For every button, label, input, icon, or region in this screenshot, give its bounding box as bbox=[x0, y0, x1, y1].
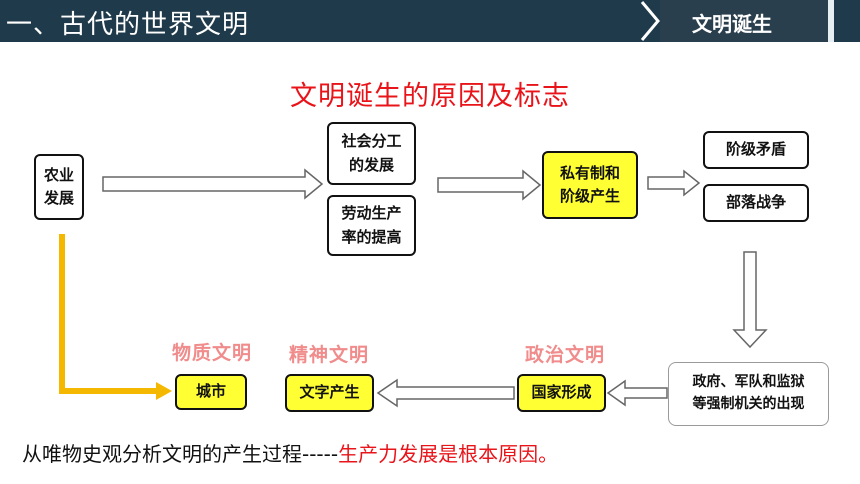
chevron-right-icon bbox=[640, 1, 660, 41]
label-spiritual-civilization: 精神文明 bbox=[289, 344, 370, 366]
arrow-state-to-writing bbox=[376, 378, 515, 408]
arrow-government-to-state bbox=[606, 379, 668, 407]
diagram-title: 文明诞生的原因及标志 bbox=[290, 81, 570, 112]
box-state: 国家形成 bbox=[517, 374, 606, 412]
box-agriculture: 农业发展 bbox=[34, 154, 84, 220]
box-division-of-labor: 社会分工的发展 bbox=[327, 122, 416, 185]
label-political-civilization: 政治文明 bbox=[525, 344, 606, 366]
arrow-agri-to-city bbox=[59, 234, 158, 394]
arrow-agri-to-labor bbox=[102, 168, 324, 200]
arrow-labor-to-property bbox=[437, 169, 542, 201]
arrow-war-to-government bbox=[732, 251, 768, 349]
box-city: 城市 bbox=[175, 374, 247, 410]
box-writing: 文字产生 bbox=[285, 374, 374, 412]
header-title: 一、古代的世界文明 bbox=[6, 10, 250, 40]
label-material-civilization: 物质文明 bbox=[172, 342, 253, 364]
footer-highlight: 生产力发展是根本原因。 bbox=[338, 442, 559, 466]
arrow-property-to-conflict bbox=[647, 169, 701, 197]
footer-prefix: 从唯物史观分析文明的产生过程----- bbox=[22, 442, 339, 466]
box-government: 政府、军队和监狱等强制机关的出现 bbox=[668, 362, 829, 426]
box-private-property: 私有制和阶级产生 bbox=[542, 151, 638, 219]
box-productivity: 劳动生产率的提高 bbox=[327, 195, 416, 256]
footer-statement: 从唯物史观分析文明的产生过程-----生产力发展是根本原因。 bbox=[22, 438, 558, 467]
header-tab-label: 文明诞生 bbox=[692, 12, 772, 36]
header-tab bbox=[660, 0, 828, 42]
header-edge-divider bbox=[828, 0, 834, 42]
box-tribal-war: 部落战争 bbox=[703, 184, 809, 222]
box-class-conflict: 阶级矛盾 bbox=[703, 131, 809, 169]
